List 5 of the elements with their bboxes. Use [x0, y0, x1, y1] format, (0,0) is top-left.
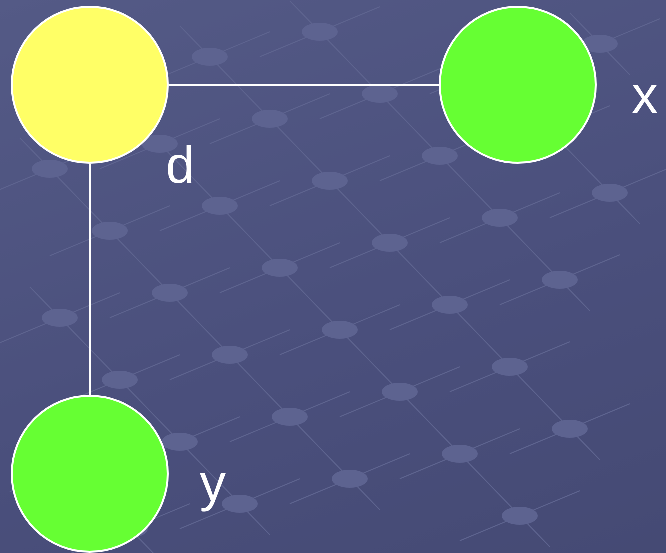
connector-line [169, 84, 439, 86]
connector-line [89, 164, 91, 395]
node-label: y [200, 458, 226, 510]
node-label: d [166, 140, 195, 192]
node-label: x [632, 70, 658, 122]
